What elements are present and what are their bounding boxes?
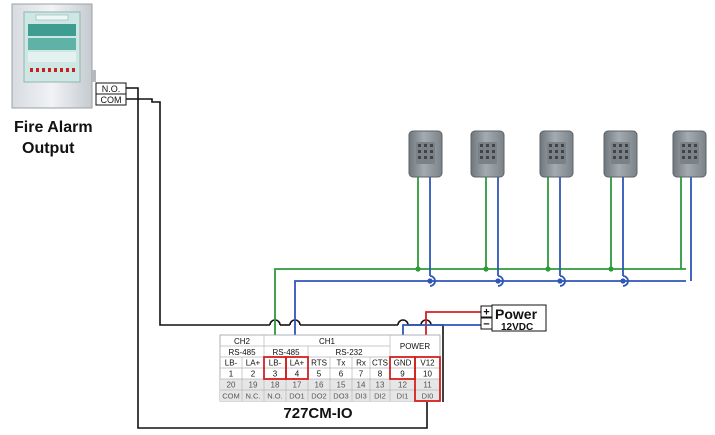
terminal-13-number: 13 bbox=[376, 381, 385, 390]
terminal-2-label: LA+ bbox=[246, 359, 261, 368]
module-name: 727CM-IO bbox=[283, 405, 353, 422]
terminal-4-label: LA+ bbox=[290, 359, 305, 368]
terminal-18-label: N.O. bbox=[267, 392, 282, 401]
terminal-3-number: 3 bbox=[273, 370, 278, 379]
fire-alarm-panel bbox=[11, 3, 96, 109]
terminal-10-label: V12 bbox=[420, 359, 435, 368]
terminal-16-number: 16 bbox=[315, 381, 324, 390]
card-reader-4 bbox=[603, 130, 638, 178]
terminal-11-number: 11 bbox=[423, 381, 432, 390]
panel-indicator-leds bbox=[30, 68, 75, 72]
power-supply: + − Power 12VDC bbox=[480, 304, 547, 333]
terminal-20-label: COM bbox=[222, 392, 240, 401]
fire-alarm-label-line1: Fire Alarm bbox=[14, 119, 93, 136]
terminal-9-number: 9 bbox=[400, 370, 405, 379]
fire-alarm-caption: Fire Alarm Output bbox=[14, 119, 93, 157]
terminal-20-number: 20 bbox=[227, 381, 236, 390]
terminal-8-label: CTS bbox=[372, 359, 388, 368]
group-power: POWER bbox=[400, 342, 430, 351]
group-ch2: CH2 bbox=[234, 337, 251, 346]
terminal-7-number: 7 bbox=[359, 370, 364, 379]
terminal-19-label: N.C. bbox=[246, 392, 261, 401]
terminal-no-label: N.O. bbox=[102, 84, 121, 94]
terminal-14-label: DI3 bbox=[355, 392, 367, 401]
terminal-com-label: COM bbox=[101, 95, 122, 105]
card-reader-3 bbox=[539, 130, 574, 178]
terminal-7-label: Rx bbox=[356, 359, 366, 368]
power-label: Power bbox=[495, 306, 538, 322]
power-voltage: 12VDC bbox=[501, 322, 533, 333]
terminal-6-label: Tx bbox=[337, 359, 346, 368]
terminal-12-number: 12 bbox=[398, 381, 407, 390]
card-reader-5 bbox=[672, 130, 707, 178]
terminal-1-label: LB- bbox=[225, 359, 238, 368]
subgroup-rs485-ch1: RS-485 bbox=[272, 348, 300, 357]
power-minus-sign: − bbox=[483, 319, 489, 331]
terminal-17-label: DO1 bbox=[289, 392, 304, 401]
terminal-8-number: 8 bbox=[378, 370, 383, 379]
terminal-4-number: 4 bbox=[295, 370, 300, 379]
terminal-5-number: 5 bbox=[317, 370, 322, 379]
terminal-5-label: RTS bbox=[311, 359, 327, 368]
terminal-6-number: 6 bbox=[339, 370, 344, 379]
terminal-17-number: 17 bbox=[293, 381, 302, 390]
subgroup-rs232: RS-232 bbox=[335, 348, 363, 357]
bus-junction-dots bbox=[415, 266, 626, 284]
terminal-15-number: 15 bbox=[337, 381, 346, 390]
group-ch1: CH1 bbox=[319, 337, 336, 346]
terminal-3-label: LB- bbox=[269, 359, 282, 368]
terminal-9-label: GND bbox=[394, 359, 412, 368]
terminal-13-label: DI2 bbox=[374, 392, 386, 401]
terminal-19-number: 19 bbox=[249, 381, 258, 390]
alarm-terminals: N.O. COM bbox=[95, 82, 127, 106]
terminal-10-number: 10 bbox=[423, 370, 432, 379]
card-reader-1 bbox=[408, 130, 443, 178]
terminal-15-label: DO3 bbox=[333, 392, 348, 401]
power-plus-sign: + bbox=[483, 307, 489, 319]
terminal-14-number: 14 bbox=[357, 381, 366, 390]
fire-alarm-label-line2: Output bbox=[22, 140, 75, 157]
reader-drops bbox=[417, 176, 692, 287]
terminal-11-label: DI0 bbox=[422, 392, 434, 401]
terminal-1-number: 1 bbox=[229, 370, 234, 379]
terminal-2-number: 2 bbox=[251, 370, 256, 379]
terminal-12-label: DI1 bbox=[397, 392, 409, 401]
blue-bus-wire bbox=[294, 280, 686, 358]
module-terminal-block: CH2 CH1 POWER RS-485 RS-485 RS-232 LB- L… bbox=[219, 334, 441, 402]
terminal-16-label: DO2 bbox=[311, 392, 326, 401]
alarm-wires bbox=[126, 87, 444, 429]
terminal-18-number: 18 bbox=[271, 381, 280, 390]
highlighted-terminals bbox=[263, 356, 441, 402]
subgroup-rs485-ch2: RS-485 bbox=[228, 348, 256, 357]
card-reader-2 bbox=[470, 130, 505, 178]
